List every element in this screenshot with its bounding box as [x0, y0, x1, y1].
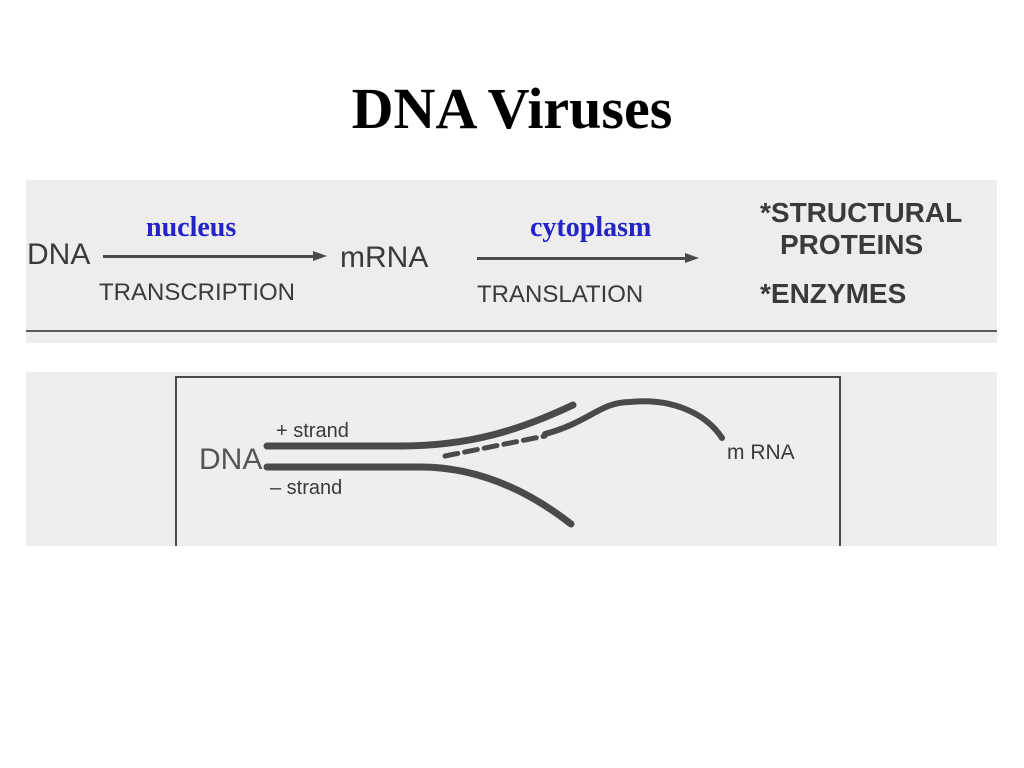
plus-strand-line [263, 401, 577, 450]
divider-line [26, 330, 997, 332]
proteins-label: PROTEINS [780, 229, 924, 260]
translation-arrow [477, 253, 699, 263]
slide-title: DNA Viruses [351, 76, 673, 141]
flow-dna-label: DNA [27, 238, 91, 271]
minus-strand-label: – strand [270, 477, 343, 499]
flow-mrna-label: mRNA [340, 241, 429, 274]
strand-diagram-panel [26, 372, 997, 546]
cytoplasm-label: cytoplasm [530, 212, 652, 243]
mrna-dashed-segment [442, 433, 548, 459]
transcription-label: TRANSCRIPTION [99, 279, 296, 306]
strand-diagram-frame [175, 376, 841, 546]
panel-gap [26, 343, 138, 372]
expression-flow-panel [26, 180, 997, 343]
structural-label: *STRUCTURAL [760, 197, 963, 228]
transcription-arrow [103, 251, 327, 261]
minus-strand-line [263, 463, 575, 528]
nucleus-label: nucleus [146, 212, 237, 243]
diagram-dna-label: DNA [199, 443, 263, 476]
enzymes-label: *ENZYMES [760, 278, 907, 309]
plus-strand-label: + strand [276, 420, 349, 442]
diagram-mrna-label: m RNA [727, 441, 795, 464]
translation-label: TRANSLATION [477, 281, 644, 308]
mrna-curve [542, 398, 725, 441]
